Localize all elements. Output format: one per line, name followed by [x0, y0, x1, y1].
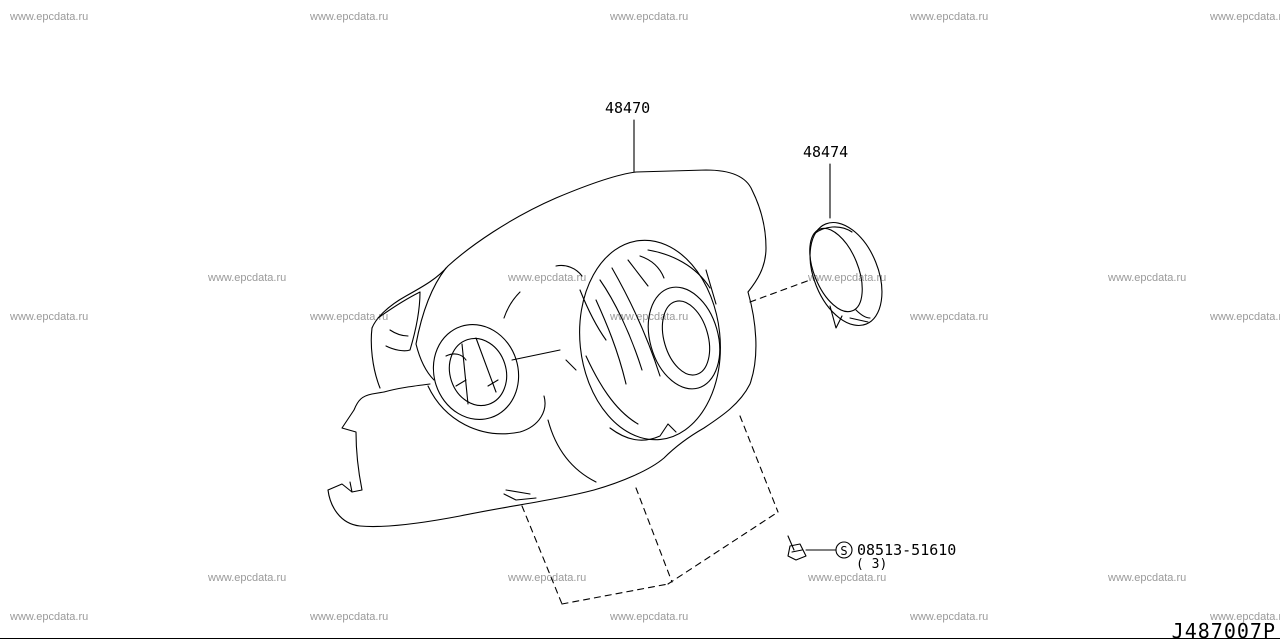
- key-ring-drawing[interactable]: [796, 212, 896, 336]
- watermark: www.epcdata.ru: [808, 272, 887, 284]
- screw-s-symbol-circle: [836, 542, 852, 558]
- watermark: www.epcdata.ru: [10, 11, 89, 23]
- watermark: www.epcdata.ru: [1210, 611, 1280, 623]
- watermark: www.epcdata.ru: [610, 611, 689, 623]
- column-opening: [570, 233, 730, 447]
- lower-shroud-hidden-lines: [522, 280, 810, 604]
- cover-outline-upper: [372, 170, 766, 328]
- screw-s-symbol: S: [840, 544, 847, 558]
- watermark: www.epcdata.ru: [310, 611, 389, 623]
- cover-right-face: [328, 292, 756, 527]
- watermark: www.epcdata.ru: [910, 611, 989, 623]
- watermark: www.epcdata.ru: [10, 311, 89, 323]
- part-number-48474[interactable]: 48474: [803, 143, 849, 161]
- watermark: www.epcdata.ru: [208, 272, 287, 284]
- diagram-id: J487007P: [1171, 619, 1276, 643]
- watermark: www.epcdata.ru: [1210, 311, 1280, 323]
- screw-drawing[interactable]: [788, 536, 806, 560]
- watermark: www.epcdata.ru: [508, 572, 587, 584]
- watermark: www.epcdata.ru: [910, 11, 989, 23]
- watermark: www.epcdata.ru: [808, 572, 887, 584]
- watermark: www.epcdata.ru: [910, 311, 989, 323]
- cover-left-notch: [328, 392, 384, 492]
- watermark: www.epcdata.ru: [1108, 272, 1187, 284]
- watermark: www.epcdata.ru: [1108, 572, 1187, 584]
- watermark: www.epcdata.ru: [10, 611, 89, 623]
- watermark: www.epcdata.ru: [310, 311, 389, 323]
- part-number-48470[interactable]: 48470: [605, 99, 651, 117]
- column-cover-drawing[interactable]: [328, 170, 766, 527]
- watermark: www.epcdata.ru: [310, 11, 389, 23]
- part-number-screw[interactable]: 08513-51610: [857, 541, 957, 559]
- cover-left-boss: [371, 328, 380, 388]
- ignition-opening: [421, 313, 531, 430]
- bottom-rule: [0, 638, 1280, 639]
- screw-quantity: ( 3): [856, 557, 888, 572]
- watermark: www.epcdata.ru: [1210, 11, 1280, 23]
- watermark: www.epcdata.ru: [208, 572, 287, 584]
- watermark: www.epcdata.ru: [610, 11, 689, 23]
- watermark: www.epcdata.ru: [508, 272, 587, 284]
